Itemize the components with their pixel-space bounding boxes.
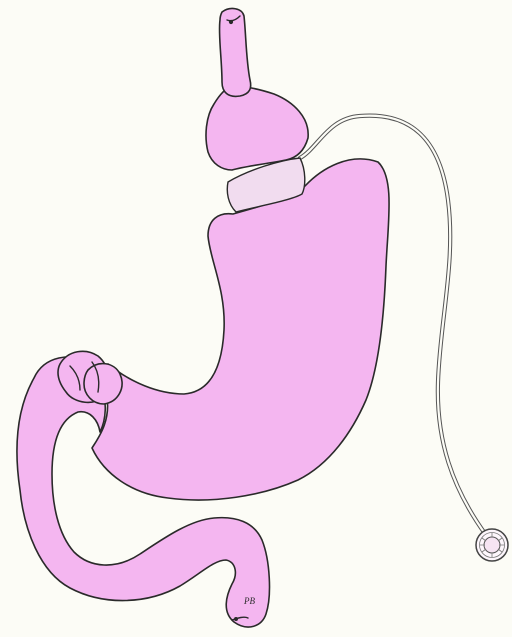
gastric-pouch [206,86,308,170]
esophagus-lumen-mark [229,20,233,24]
duodenum-lumen-mark [234,617,238,621]
access-port [476,529,508,561]
esophagus [219,9,250,97]
artist-initials: PB [243,596,255,606]
